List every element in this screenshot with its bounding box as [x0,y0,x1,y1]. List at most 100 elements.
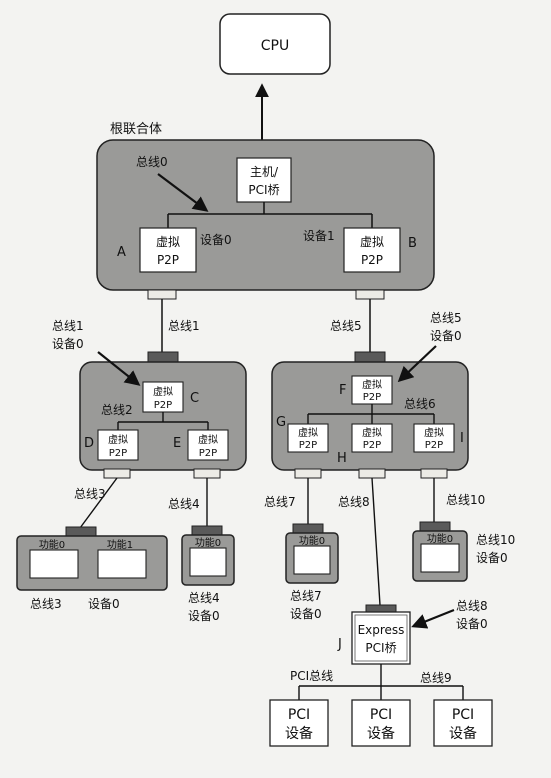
letter-i: I [460,431,464,446]
bus8-label: 总线8 [338,495,370,509]
dev0-label: 设备0 [200,233,232,247]
svg-text:P2P: P2P [363,392,381,403]
svg-text:虚拟: 虚拟 [360,235,384,249]
ep1-label-a: 总线3 [30,597,62,611]
svg-text:P2P: P2P [109,448,127,459]
ep4-label-a: 总线10 [476,533,515,547]
svg-text:P2P: P2P [299,440,317,451]
pci-device-3: PCI 设备 [433,699,493,747]
express-pci-bridge: Express PCI桥 [351,611,411,665]
switch-c-connector [147,351,179,363]
bus5-dev0-label-a: 总线5 [430,311,462,325]
letter-f: F [339,383,346,398]
port-e [193,468,221,479]
vp2p-h: 虚拟 P2P [351,423,393,453]
bus8-dev0-arrow [411,608,455,629]
func1-label: 功能1 [107,538,133,551]
pci-device-1: PCI 设备 [269,699,329,747]
ep4-label-b: 设备0 [476,551,508,565]
bus8-dev0-label-a: 总线8 [456,599,488,613]
ep4-connector [419,521,451,532]
cpu-box: CPU [219,13,331,75]
bus8-link [371,477,381,606]
svg-text:设备: 设备 [449,725,477,742]
vp2p-g: 虚拟 P2P [287,423,329,453]
bus3-link [79,477,118,529]
express-bridge-line1: Express [358,623,405,637]
endpoint-3: 功能0 [285,532,339,584]
svg-text:P2P: P2P [363,440,381,451]
letter-c: C [190,391,199,406]
bus7-label: 总线7 [264,495,296,509]
svg-text:虚拟: 虚拟 [156,235,180,249]
endpoint-2: 功能0 [181,534,235,586]
vp2p-c: 虚拟 P2P [142,381,184,413]
bus4-label: 总线4 [168,497,200,511]
bus1-dev0-arrow [97,351,141,386]
host-bridge-line2: PCI桥 [248,183,279,197]
endpoint-1: 功能0 功能1 [16,535,168,591]
ep4-func0-label: 功能0 [427,532,453,545]
bus5-label: 总线5 [330,319,362,333]
bus1-dev0-label-b: 设备0 [52,337,84,351]
svg-text:PCI: PCI [370,707,392,723]
cpu-label: CPU [261,38,289,54]
port-i [420,468,448,479]
ep3-label-b: 设备0 [290,607,322,621]
bus5-dev0-label-b: 设备0 [430,329,462,343]
svg-text:虚拟: 虚拟 [198,433,218,446]
letter-b: B [408,236,417,251]
bus6-label: 总线6 [404,397,436,411]
svg-text:PCI: PCI [288,707,310,723]
vp2p-f: 虚拟 P2P [351,375,393,405]
svg-text:P2P: P2P [154,400,172,411]
ep3-label-a: 总线7 [290,589,322,603]
vp2p-a: 虚拟 P2P [139,227,197,273]
ep1-label-b: 设备0 [88,597,120,611]
svg-text:虚拟: 虚拟 [153,385,173,398]
bus1-label: 总线1 [168,319,200,333]
host-pci-bridge: 主机/ PCI桥 [236,157,292,203]
svg-text:虚拟: 虚拟 [298,426,318,439]
bus0-label: 总线0 [136,155,168,169]
pci-bus-label: PCI总线 [290,669,333,683]
port-d [103,468,131,479]
svg-text:PCI: PCI [452,707,474,723]
svg-text:设备: 设备 [367,725,395,742]
svg-text:设备: 设备 [285,725,313,742]
vp2p-b: 虚拟 P2P [343,227,401,273]
bus2-label: 总线2 [101,403,133,417]
port-h [358,468,386,479]
ep3-connector [292,523,324,534]
port-a [147,289,177,300]
ep1-connector [65,526,97,537]
svg-text:虚拟: 虚拟 [424,426,444,439]
switch-f-connector [354,351,386,363]
bus5-dev0-arrow [397,345,437,383]
root-complex-label: 根联合体 [110,122,162,137]
svg-text:P2P: P2P [199,448,217,459]
vp2p-i: 虚拟 P2P [413,423,455,453]
ep2-label-a: 总线4 [188,591,220,605]
endpoint-4: 功能0 [412,530,468,582]
ep2-connector [191,525,223,536]
express-bridge-line2: PCI桥 [365,641,396,655]
port-g [294,468,322,479]
letter-j: J [337,637,342,652]
bus10-label: 总线10 [446,493,485,507]
ep3-func0-label: 功能0 [299,534,325,547]
svg-text:虚拟: 虚拟 [108,433,128,446]
func1-box [97,549,147,579]
letter-a: A [117,245,126,260]
host-bridge-line1: 主机/ [250,165,279,179]
bus8-dev0-label-b: 设备0 [456,617,488,631]
ep2-func0-label: 功能0 [195,536,221,549]
letter-d: D [84,436,94,451]
bus1-dev0-label-a: 总线1 [52,319,84,333]
func0-label: 功能0 [39,538,65,551]
letter-h: H [337,451,347,466]
svg-text:虚拟: 虚拟 [362,426,382,439]
ep2-label-b: 设备0 [188,609,220,623]
bus9-label: 总线9 [420,671,452,685]
